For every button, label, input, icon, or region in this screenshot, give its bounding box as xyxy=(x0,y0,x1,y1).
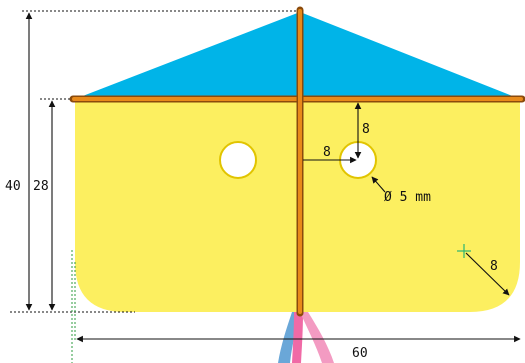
hole-offset-x-dimension: 8 xyxy=(303,145,357,164)
width-dimension: 60 xyxy=(76,335,521,361)
kite-tail xyxy=(278,312,334,363)
extension-lines xyxy=(10,10,298,313)
body-height-label: 28 xyxy=(33,179,49,194)
total-height-dimension: 40 xyxy=(5,12,33,311)
tail-ribbon-light-pink xyxy=(300,312,334,363)
hole-offset-y-dimension: 8 xyxy=(354,102,370,159)
hole-diameter-callout: Ø 5 mm xyxy=(371,176,431,205)
corner-radius-label: 8 xyxy=(490,259,498,274)
body-height-dimension: 28 xyxy=(33,100,56,311)
total-height-label: 40 xyxy=(5,179,21,194)
hole-offset-x-label: 8 xyxy=(323,145,331,160)
crosshair-icon xyxy=(457,244,471,258)
hole-offset-y-label: 8 xyxy=(362,122,370,137)
corner-radius-callout: 8 xyxy=(457,244,510,296)
hole-diameter-label: Ø 5 mm xyxy=(384,190,431,205)
width-extension-lines xyxy=(71,250,76,363)
width-label: 60 xyxy=(352,346,368,361)
left-hole xyxy=(219,141,257,179)
